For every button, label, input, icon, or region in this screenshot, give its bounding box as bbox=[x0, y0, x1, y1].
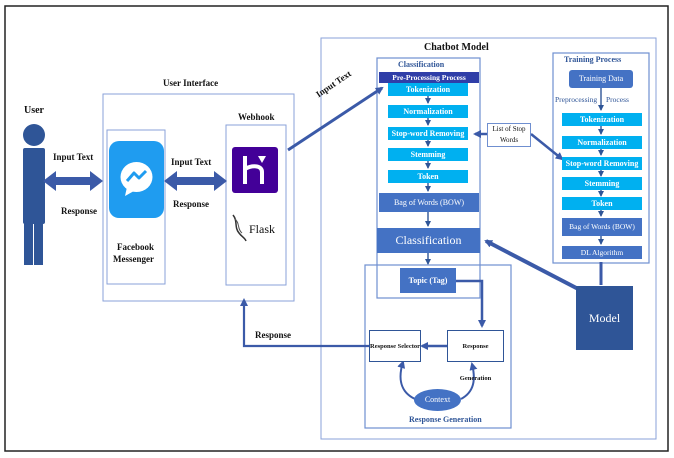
input-text-label-2: Input Text bbox=[171, 157, 212, 167]
context-to-generation-arrow bbox=[460, 362, 478, 400]
input-text-label-1: Input Text bbox=[53, 152, 94, 162]
user-label: User bbox=[24, 105, 44, 116]
class-step-stopword: Stop-word Removing bbox=[388, 127, 468, 140]
user-messenger-double-arrow bbox=[43, 171, 227, 191]
response-generation-title: Response Generation bbox=[409, 415, 482, 424]
topic-to-generation-arrow bbox=[456, 279, 486, 328]
classification-main-box: Classification bbox=[377, 228, 480, 253]
chatbot-model-title: Chatbot Model bbox=[424, 42, 489, 53]
class-step-normalization: Normalization bbox=[388, 105, 468, 118]
user-interface-title: User Interface bbox=[163, 78, 219, 88]
train-step-normalization: Normalization bbox=[562, 136, 642, 149]
messenger-icon bbox=[109, 141, 164, 218]
response-selector-box: Response Selector bbox=[369, 330, 421, 362]
context-ellipse: Context bbox=[414, 389, 461, 411]
user-interface-box bbox=[102, 93, 295, 302]
messenger-label-line2: Messenger bbox=[113, 254, 154, 264]
classification-box bbox=[376, 57, 481, 299]
class-step-stemming: Stemming bbox=[388, 148, 468, 161]
messenger-box bbox=[106, 129, 166, 285]
train-step-tokenization: Tokenization bbox=[562, 113, 642, 126]
stopwords-to-training-arrow bbox=[530, 133, 564, 161]
class-step-token: Token bbox=[388, 170, 468, 183]
stop-words-line1: List of Stop bbox=[492, 125, 526, 133]
webhook-title: Webhook bbox=[238, 112, 275, 122]
outer-border bbox=[4, 5, 669, 452]
response-back-arrow bbox=[240, 298, 369, 348]
training-process-title: Training Process bbox=[564, 55, 622, 64]
heroku-icon bbox=[232, 147, 278, 193]
model-box: Model bbox=[576, 286, 633, 350]
stop-words-line2: Words bbox=[499, 136, 519, 144]
chatbot-model-box bbox=[320, 37, 657, 440]
training-data-box: Training Data bbox=[569, 70, 633, 88]
classification-title: Classification bbox=[398, 60, 445, 69]
model-to-classification-arrow bbox=[484, 239, 585, 294]
user-figure-icon bbox=[23, 124, 45, 265]
train-step-stopword: Stop-word Removing bbox=[562, 157, 642, 170]
bow-classification: Bag of Words (BOW) bbox=[379, 193, 479, 212]
flask-label: Flask bbox=[249, 222, 276, 236]
response-generation-inner-box: Response Generation bbox=[447, 330, 504, 382]
train-step-token: Token bbox=[562, 197, 642, 210]
train-step-stemming: Stemming bbox=[562, 177, 642, 190]
preprocessing-label-left: Preprocessing bbox=[555, 95, 598, 104]
preprocessing-header: Pre-Processing Process bbox=[379, 72, 479, 83]
input-text-arrow bbox=[287, 86, 384, 152]
response-label-2: Response bbox=[173, 199, 210, 209]
messenger-label-line1: Facebook bbox=[117, 242, 154, 252]
context-to-selector-arrow bbox=[397, 360, 416, 400]
stop-words-box: List of Stop Words bbox=[487, 123, 531, 147]
response-label-3: Response bbox=[255, 330, 292, 340]
topic-tag-box: Topic (Tag) bbox=[400, 268, 456, 293]
dl-algorithm-box: DL Algorithm bbox=[562, 246, 642, 259]
response-label-1: Response bbox=[61, 206, 98, 216]
flask-icon bbox=[230, 213, 248, 243]
class-step-tokenization: Tokenization bbox=[388, 83, 468, 96]
webhook-box bbox=[225, 124, 287, 286]
bow-training: Bag of Words (BOW) bbox=[562, 218, 642, 236]
preprocessing-label-right: Process bbox=[606, 95, 629, 104]
